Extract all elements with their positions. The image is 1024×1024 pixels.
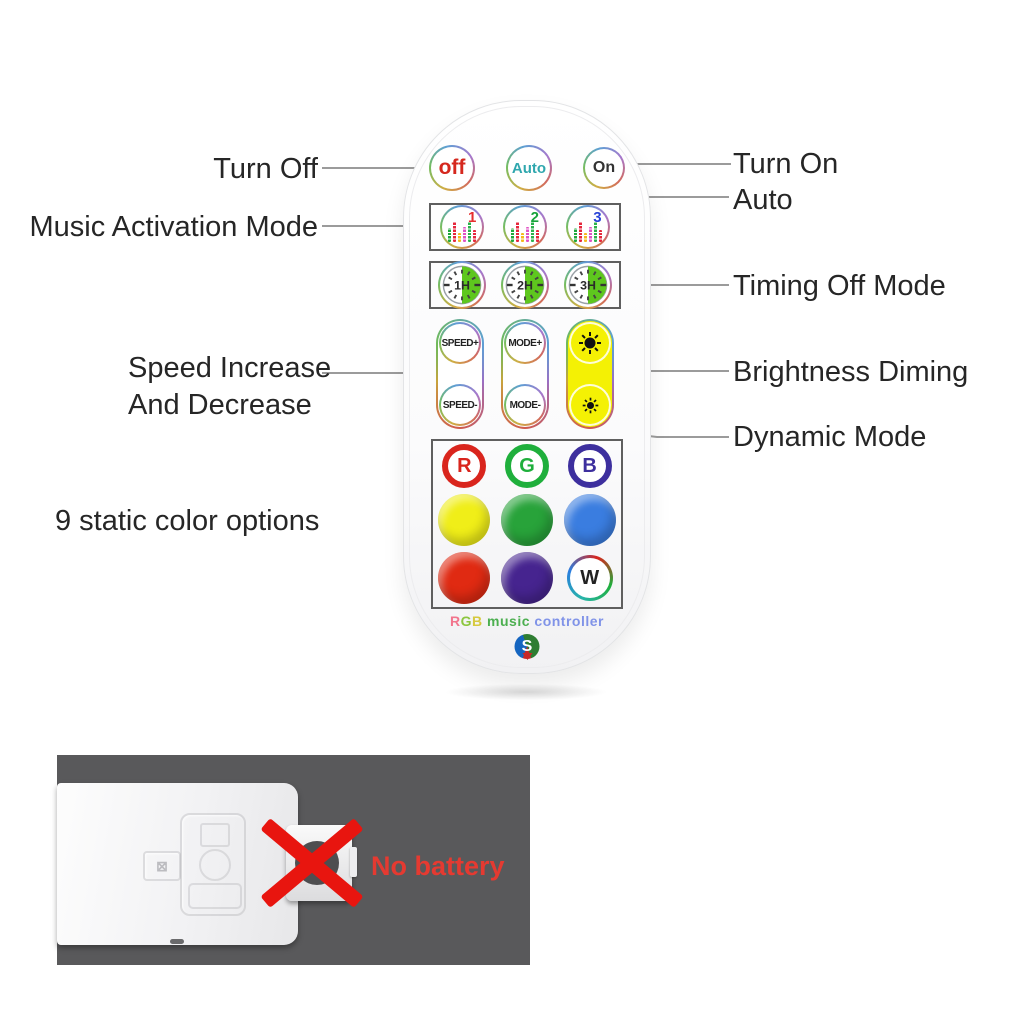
sun-icon-small	[582, 397, 598, 413]
brand-text: RGB music controller	[450, 613, 604, 629]
timing-off-group: 1H	[429, 261, 621, 309]
clock-icon: 2H	[505, 265, 545, 305]
remote-drop-shadow	[438, 683, 614, 701]
timer-3h-button[interactable]: 3H	[563, 261, 612, 309]
static-color-group: R G B W	[431, 439, 623, 609]
white-color-button[interactable]: W	[566, 555, 613, 601]
no-battery-photo: ⊠ No battery	[57, 755, 530, 965]
red-color-button[interactable]	[438, 552, 491, 604]
logo-letter: S	[521, 637, 533, 655]
on-button[interactable]: On	[583, 147, 625, 189]
purple-color-button[interactable]	[500, 552, 553, 604]
music-mode-2-button[interactable]: 2	[502, 205, 547, 249]
mode-plus-button[interactable]: MODE+	[504, 322, 546, 364]
mode-pill: MODE+ MODE-	[501, 319, 549, 429]
label-music-activation-mode: Music Activation Mode	[29, 211, 318, 243]
auto-button-label: Auto	[511, 159, 547, 177]
battery-tray-clip	[350, 847, 357, 877]
music-mode-2-number: 2	[530, 209, 539, 226]
blue-color-button[interactable]	[563, 494, 616, 546]
equalizer-icon	[573, 219, 602, 242]
controller-back-plate: ⊠	[57, 783, 298, 945]
plate-notch	[170, 939, 184, 944]
speed-minus-button[interactable]: SPEED-	[439, 384, 481, 426]
music-mode-3-number: 3	[593, 209, 602, 226]
speed-pill: SPEED+ SPEED-	[436, 319, 484, 429]
equalizer-icon	[448, 219, 477, 242]
brightness-pill	[566, 319, 614, 429]
speed-minus-label: SPEED-	[442, 399, 478, 411]
white-button-label: W	[580, 566, 600, 589]
music-mode-1-number: 1	[467, 209, 477, 226]
embossed-bar-mark	[188, 883, 242, 909]
blue-channel-label: B	[582, 454, 597, 477]
auto-button[interactable]: Auto	[506, 145, 552, 191]
timer-3h-label: 3H	[580, 278, 596, 292]
timer-1h-label: 1H	[454, 278, 470, 292]
power-row: off Auto On	[429, 145, 625, 191]
speed-plus-button[interactable]: SPEED+	[439, 322, 481, 364]
embossed-chip-mark	[200, 823, 230, 847]
mode-minus-label: MODE-	[509, 399, 541, 411]
timer-1h-button[interactable]: 1H	[438, 261, 487, 309]
timer-2h-button[interactable]: 2H	[500, 261, 549, 309]
yellow-color-button[interactable]	[438, 494, 491, 546]
brightness-down-button[interactable]	[569, 384, 611, 426]
red-channel-button[interactable]: R	[442, 444, 487, 488]
rgb-remote-control: off Auto On 1 2	[403, 100, 651, 674]
red-x-icon	[260, 818, 364, 908]
off-button-label: off	[438, 156, 466, 179]
label-dynamic-mode: Dynamic Mode	[733, 421, 927, 453]
speed-plus-label: SPEED+	[441, 337, 479, 349]
green-channel-label: G	[519, 454, 535, 477]
off-button[interactable]: off	[429, 145, 475, 191]
label-speed-line1: Speed Increase	[128, 352, 332, 384]
mode-plus-label: MODE+	[508, 337, 542, 349]
label-timing-off-mode: Timing Off Mode	[733, 270, 946, 302]
mode-minus-button[interactable]: MODE-	[504, 384, 546, 426]
blue-channel-button[interactable]: B	[567, 444, 612, 488]
music-mode-group: 1 2 3	[429, 203, 621, 251]
clock-icon: 3H	[568, 265, 607, 305]
music-mode-1-button[interactable]: 1	[440, 205, 485, 249]
label-turn-off: Turn Off	[213, 153, 318, 185]
timer-2h-label: 2H	[517, 278, 533, 292]
equalizer-icon	[510, 219, 539, 242]
label-9-static-color-options: 9 static color options	[55, 505, 320, 537]
red-channel-label: R	[457, 454, 472, 477]
no-battery-caption: No battery	[371, 851, 505, 881]
embossed-circle-mark	[199, 849, 231, 881]
sun-icon-large	[579, 332, 601, 354]
green-color-button[interactable]	[500, 494, 553, 546]
label-brightness-diming: Brightness Diming	[733, 356, 969, 388]
brightness-up-button[interactable]	[569, 322, 611, 364]
green-channel-button[interactable]: G	[504, 444, 549, 488]
embossed-label-panel	[180, 813, 246, 916]
music-mode-3-button[interactable]: 3	[565, 205, 610, 249]
clock-icon: 1H	[442, 265, 482, 305]
embossed-weee-icon: ⊠	[143, 851, 181, 881]
label-speed-line2: And Decrease	[128, 389, 312, 421]
on-button-label: On	[592, 159, 616, 176]
label-turn-on: Turn On	[733, 148, 839, 180]
label-auto: Auto	[733, 184, 793, 216]
s-balloon-logo: S	[514, 634, 540, 659]
label-speed-increase-decrease: Speed Increase And Decrease	[128, 350, 331, 424]
